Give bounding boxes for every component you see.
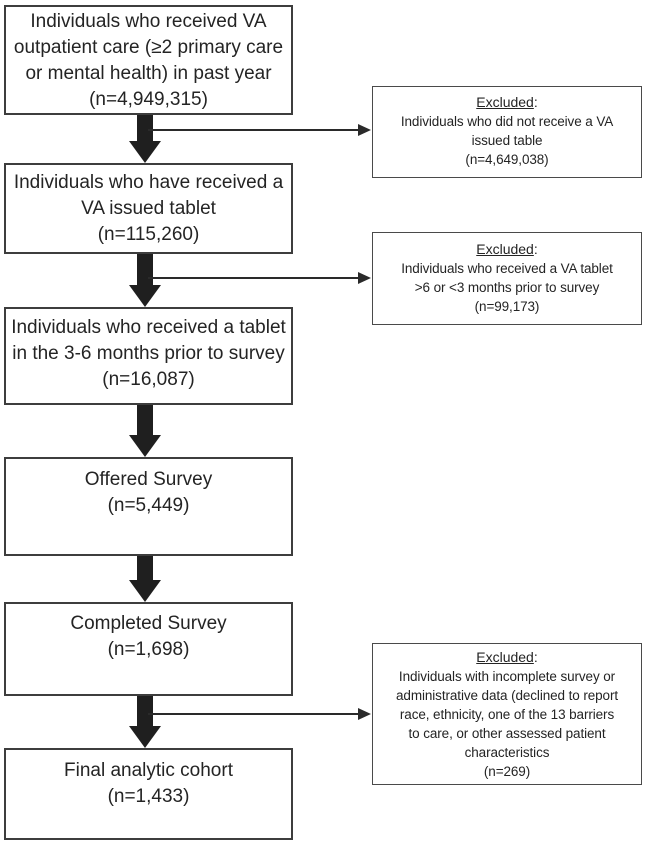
arrow-line xyxy=(148,713,360,715)
arrow-line xyxy=(148,277,360,279)
flow-box-text: Completed Survey (n=1,698) xyxy=(70,613,227,660)
flow-box-text: Individuals who received VA outpatient c… xyxy=(13,11,284,110)
exclusion-heading-label: Excluded xyxy=(476,94,534,110)
exclusion-box-incomplete-data: Excluded: Individuals with incomplete su… xyxy=(372,643,642,785)
exclusion-heading-label: Excluded xyxy=(476,649,534,665)
flow-box-tablet-received: Individuals who have received a VA issue… xyxy=(4,163,293,254)
exclusion-heading-colon: : xyxy=(533,241,538,257)
arrow-stem xyxy=(137,254,153,286)
flow-box-outpatient-care: Individuals who received VA outpatient c… xyxy=(4,5,293,115)
exclusion-heading-colon: : xyxy=(533,94,538,110)
arrowhead-down-icon xyxy=(129,435,161,457)
exclusion-heading: Excluded: xyxy=(373,648,641,667)
flow-box-text: Final analytic cohort (n=1,433) xyxy=(64,760,233,807)
arrowhead-right-icon xyxy=(358,124,371,136)
flow-box-final-cohort: Final analytic cohort (n=1,433) xyxy=(4,748,293,840)
exclusion-body: Individuals who received a VA tablet >6 … xyxy=(401,261,613,314)
flow-box-text: Individuals who have received a VA issue… xyxy=(13,172,284,245)
exclusion-heading-colon: : xyxy=(533,649,538,665)
exclusion-heading: Excluded: xyxy=(373,240,641,259)
flow-box-completed-survey: Completed Survey (n=1,698) xyxy=(4,602,293,696)
flow-box-text: Offered Survey (n=5,449) xyxy=(84,469,213,516)
arrow-stem xyxy=(137,115,153,142)
exclusion-heading-label: Excluded xyxy=(476,241,534,257)
flow-box-text: Individuals who received a tablet in the… xyxy=(11,317,286,390)
arrowhead-down-icon xyxy=(129,285,161,307)
flow-box-tablet-3-6-months: Individuals who received a tablet in the… xyxy=(4,307,293,405)
exclusion-body: Individuals with incomplete survey or ad… xyxy=(396,669,618,779)
arrow-stem xyxy=(137,556,153,581)
arrowhead-right-icon xyxy=(358,272,371,284)
exclusion-heading: Excluded: xyxy=(373,93,641,112)
exclusion-box-tablet-timing: Excluded: Individuals who received a VA … xyxy=(372,232,642,325)
arrow-stem xyxy=(137,696,153,727)
arrow-line xyxy=(148,129,360,131)
exclusion-body: Individuals who did not receive a VA iss… xyxy=(400,114,614,167)
arrowhead-down-icon xyxy=(129,726,161,748)
arrowhead-right-icon xyxy=(358,708,371,720)
arrow-stem xyxy=(137,405,153,436)
arrowhead-down-icon xyxy=(129,141,161,163)
arrowhead-down-icon xyxy=(129,580,161,602)
flow-box-offered-survey: Offered Survey (n=5,449) xyxy=(4,457,293,556)
exclusion-box-no-tablet: Excluded: Individuals who did not receiv… xyxy=(372,86,642,178)
